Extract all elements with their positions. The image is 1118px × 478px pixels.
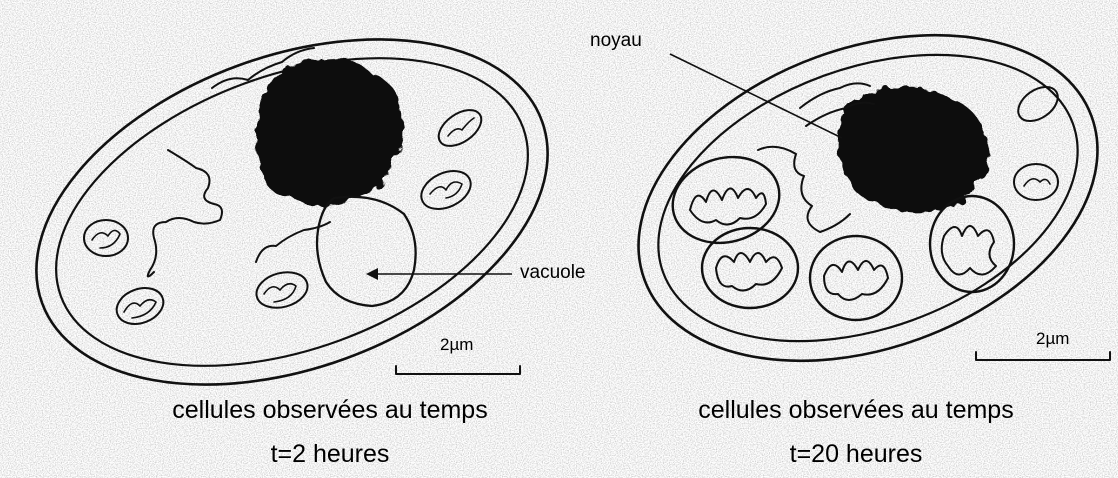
caption-right-line1: cellules observées au temps: [698, 396, 1013, 424]
caption-right-line2: t=20 heures: [790, 440, 923, 468]
caption-left-line1: cellules observées au temps: [172, 396, 487, 424]
label-nucleus: noyau: [590, 30, 642, 51]
nucleus: [255, 59, 404, 206]
scale-bar-left-label: 2µm: [440, 335, 473, 354]
caption-left-line2: t=2 heures: [271, 440, 390, 468]
scale-bar-right-label: 2µm: [1036, 329, 1069, 348]
label-vacuole: vacuole: [520, 262, 586, 283]
